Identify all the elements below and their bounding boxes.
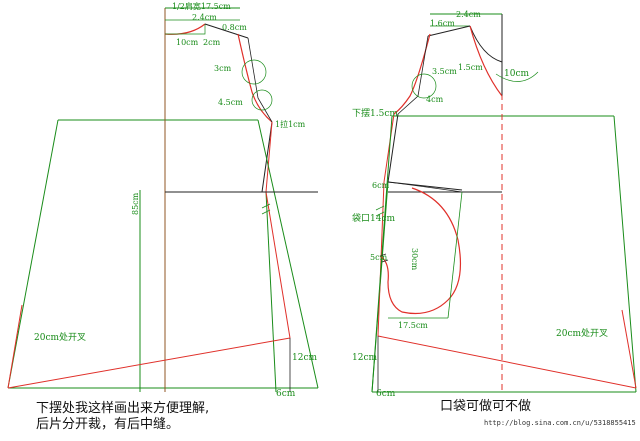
front-vent-red <box>621 309 637 389</box>
note-left-line1: 下摆处我这样画出来方便理解, <box>36 401 210 416</box>
front-shoulder-line <box>427 25 471 37</box>
back-hem-rise-label: 12cm <box>292 353 318 363</box>
back-neck-drop-label: 0.8cm <box>222 23 247 32</box>
pocket-depth-label: 30cm <box>410 248 419 271</box>
front-hem-rise-label: 12cm <box>352 353 378 363</box>
front-neckline-red <box>469 25 503 97</box>
back-armhole-arc1 <box>241 59 267 85</box>
back-flare-left <box>7 119 59 389</box>
front-armhole-black <box>397 35 429 115</box>
front-neck-drop-10-label: 10cm <box>504 69 530 79</box>
back-neck-rise-label: 2.4cm <box>192 13 217 22</box>
front-side-drop-label: 下摆1.5cm <box>352 109 398 119</box>
front-armhole-15-label: 1.5cm <box>458 63 483 72</box>
back-armhole-3-label: 3cm <box>214 64 232 73</box>
pocket-opening <box>387 181 463 193</box>
back-side-seam-red2 <box>265 191 291 339</box>
back-armhole-arc2 <box>251 89 273 111</box>
back-neck-box <box>165 24 206 35</box>
front-flare-left <box>371 115 393 393</box>
front-neck-width-label: 2.4cm <box>456 10 481 19</box>
back-flare-right <box>257 119 319 389</box>
front-notches <box>375 205 385 217</box>
front-flare-right <box>613 115 637 393</box>
front-vent-label: 20cm处开叉 <box>556 329 609 339</box>
pocket-opening-label: 袋口14cm <box>352 214 396 224</box>
front-armhole-35-label: 3.5cm <box>432 67 457 76</box>
front-side-red2 <box>377 181 385 337</box>
note-left-line2: 后片分开裁，有后中缝。 <box>36 417 180 432</box>
note-pocket-optional: 口袋可做可不做 <box>440 399 532 414</box>
back-neckline <box>164 23 206 35</box>
pocket-depth-line <box>447 191 463 319</box>
front-neck-arc <box>495 71 539 82</box>
back-armhole-45-label: 4.5cm <box>218 98 243 107</box>
front-neck-drop-label: 1.6cm <box>430 19 455 28</box>
back-notches <box>261 203 271 215</box>
pocket-notch <box>379 253 389 263</box>
pocket-outline <box>379 187 462 315</box>
back-side-shift-label: 1拉1cm <box>275 120 306 129</box>
watermark-url: http://blog.sina.com.cn/u/5318855415 <box>484 419 636 427</box>
back-hem-out-label: 6cm <box>276 389 296 399</box>
front-hem-red <box>377 335 637 389</box>
back-length-label: 85cm <box>131 192 140 215</box>
front-neckline-black <box>469 25 503 63</box>
front-armhole-red <box>393 33 431 115</box>
front-piece <box>371 13 637 393</box>
back-vent-red <box>7 304 23 389</box>
back-hem-red <box>7 337 291 389</box>
back-side-seam-red <box>265 121 273 193</box>
back-vent-label: 20cm处开叉 <box>34 333 87 343</box>
back-shoulder-width-label: 1/2肩宽17.5cm <box>172 2 231 11</box>
back-neck-width-label: 10cm <box>176 38 199 47</box>
pocket-top-label: 6cm <box>372 181 390 190</box>
front-hem-out-label: 6cm <box>376 389 396 399</box>
back-shoulder-line <box>204 23 249 39</box>
front-side-black <box>387 113 399 183</box>
pocket-width-label: 17.5cm <box>398 321 428 330</box>
back-side-seam-green <box>265 191 277 393</box>
front-side-red <box>383 113 395 183</box>
back-armhole-guide <box>247 37 273 123</box>
front-armhole-arc <box>411 73 437 99</box>
pocket-side-label: 5cm <box>370 253 388 262</box>
back-armhole <box>237 33 273 123</box>
back-neck-depth-label: 2cm <box>203 38 221 47</box>
front-armhole-4-label: 4cm <box>426 95 444 104</box>
back-side-seam-black <box>261 121 273 193</box>
back-piece <box>7 7 319 393</box>
